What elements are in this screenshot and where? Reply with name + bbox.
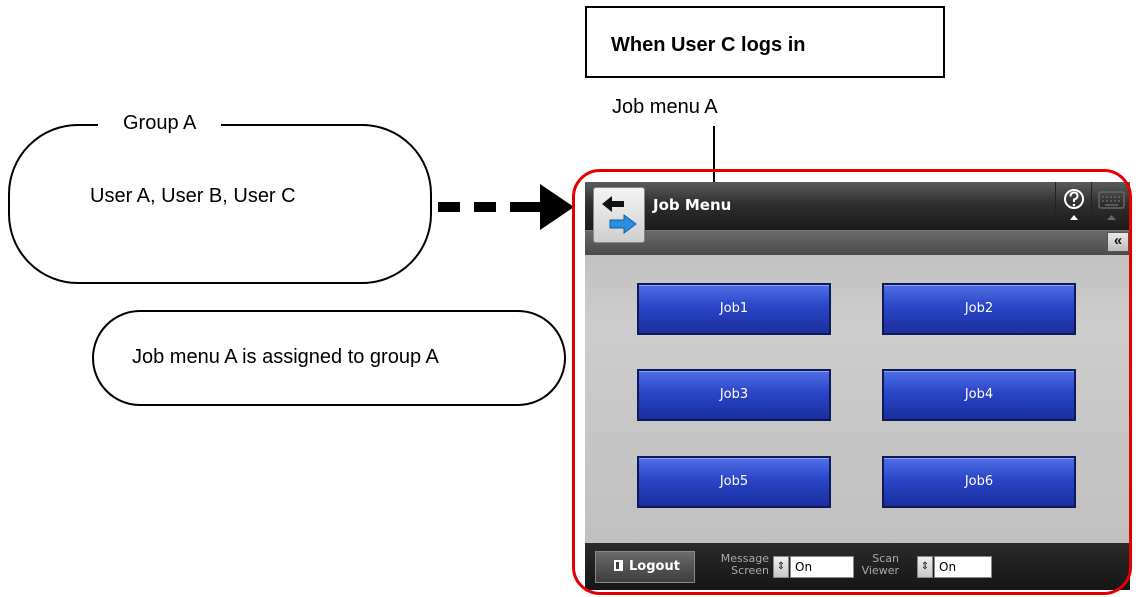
keyboard-icon	[1098, 191, 1125, 220]
back-forward-icon	[602, 196, 637, 234]
group-label: Group A	[98, 110, 222, 136]
logout-button[interactable]: Logout	[595, 551, 695, 583]
back-button[interactable]	[593, 187, 645, 243]
title-box: When User C logs in	[585, 6, 945, 78]
assigned-callout-text: Job menu A is assigned to group A	[132, 346, 439, 368]
message-screen-select[interactable]: On	[790, 556, 854, 578]
logout-label: Logout	[629, 559, 680, 574]
scan-viewer-label-line2: Viewer	[861, 564, 899, 577]
arrow-head	[540, 184, 574, 230]
message-screen-label-line2: Screen	[731, 564, 769, 577]
screen-footer: Logout Message Screen ⇕ On Scan Viewer ⇕…	[585, 543, 1130, 590]
job-menu-leader-line	[713, 126, 715, 182]
job-button-1[interactable]: Job1	[637, 283, 831, 335]
arrow-dash	[474, 202, 496, 212]
job-button-2[interactable]: Job2	[882, 283, 1076, 335]
job-menu-screen: Job Menu « Job1 Job2 Job3 Job4 Job5 Job6…	[585, 182, 1130, 590]
assigned-callout	[92, 310, 566, 406]
logout-icon	[614, 560, 623, 571]
group-users: User A, User B, User C	[90, 185, 296, 207]
scan-viewer-label-line1: Scan	[872, 552, 899, 565]
job-button-5[interactable]: Job5	[637, 456, 831, 508]
screen-header	[585, 182, 1130, 230]
job-button-4[interactable]: Job4	[882, 369, 1076, 421]
collapse-button[interactable]: «	[1107, 232, 1129, 252]
scan-viewer-stepper[interactable]: ⇕	[917, 556, 933, 578]
header-title: Job Menu	[653, 196, 732, 214]
keyboard-button[interactable]	[1091, 182, 1130, 228]
job-button-3[interactable]: Job3	[637, 369, 831, 421]
question-mark-icon	[1064, 189, 1084, 220]
job-menu-label: Job menu A	[612, 96, 718, 118]
help-button[interactable]	[1055, 182, 1092, 228]
title-text: When User C logs in	[611, 34, 806, 56]
message-screen-label: Message Screen	[709, 553, 769, 577]
message-screen-stepper[interactable]: ⇕	[773, 556, 789, 578]
arrow-dash	[438, 202, 460, 212]
arrow-dash	[510, 202, 540, 212]
screen-subheader	[585, 230, 1130, 255]
message-screen-label-line1: Message	[720, 552, 769, 565]
scan-viewer-select[interactable]: On	[934, 556, 992, 578]
scan-viewer-label: Scan Viewer	[855, 553, 899, 577]
job-button-6[interactable]: Job6	[882, 456, 1076, 508]
